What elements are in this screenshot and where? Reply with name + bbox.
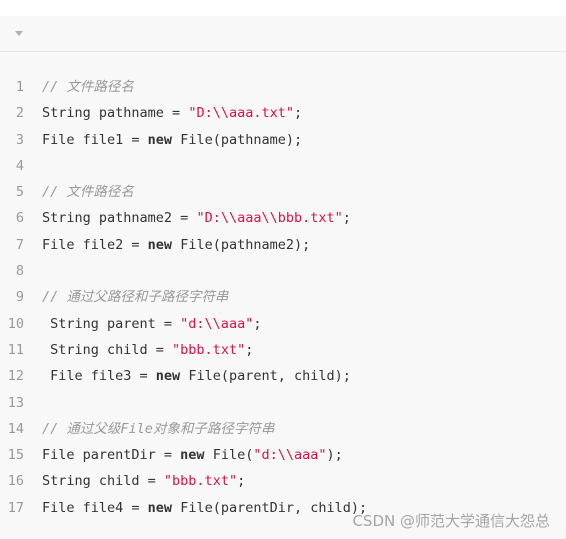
code-string: "D:\\aaa.txt" <box>188 105 294 122</box>
line-number: 1 <box>15 79 24 95</box>
code-token: ; <box>237 473 246 490</box>
code-keyword: new <box>147 131 173 148</box>
code-token: File( <box>204 447 254 464</box>
code-token: String parent = <box>42 315 181 332</box>
code-text: String parent = "d:\\aaa"; <box>42 311 261 337</box>
line-number: 16 <box>7 473 24 490</box>
code-line: 11 String child = "bbb.txt"; <box>0 337 566 363</box>
line-number: 2 <box>15 105 24 122</box>
code-line: 13 <box>0 390 566 416</box>
code-string: "bbb.txt" <box>172 341 246 358</box>
code-keyword: new <box>147 236 173 253</box>
code-text: // 通过父级File对象和子路径字符串 <box>42 416 274 442</box>
code-toolbar <box>0 16 566 52</box>
code-text: String child = "bbb.txt"; <box>42 468 245 494</box>
line-number: 10 <box>7 315 24 332</box>
chevron-down-icon[interactable] <box>14 30 24 38</box>
code-token: String pathname2 = <box>42 210 197 227</box>
code-text: // 文件路径名 <box>42 179 134 205</box>
code-string: "d:\\aaa" <box>180 315 254 332</box>
code-string: "d:\\aaa" <box>253 447 327 464</box>
code-token: File file1 = <box>42 131 148 148</box>
code-token: String child = <box>42 341 173 358</box>
code-block: 1 // 文件路径名 2 String pathname = "D:\\aaa.txt… <box>0 16 566 539</box>
code-token: ; <box>245 341 254 358</box>
code-line: 14 // 通过父级File对象和子路径字符串 <box>0 416 566 442</box>
code-text: File file1 = new File(pathname); <box>42 127 302 153</box>
code-comment: // 文件路径名 <box>42 184 134 201</box>
code-token: File(parentDir, child); <box>172 499 368 516</box>
code-token: File(pathname); <box>172 131 303 148</box>
code-lines: 1 // 文件路径名 2 String pathname = "D:\\aaa.txt… <box>0 74 566 521</box>
code-keyword: new <box>147 499 173 516</box>
code-string: "bbb.txt" <box>163 473 238 490</box>
line-number: 7 <box>15 236 24 253</box>
code-token: ; <box>253 315 262 332</box>
code-text: String pathname2 = "D:\\aaa\\bbb.txt"; <box>42 205 351 231</box>
code-token: File(parent, child); <box>180 368 351 385</box>
code-line: 10 String parent = "d:\\aaa"; <box>0 311 566 337</box>
code-token: File file3 = <box>42 368 156 385</box>
code-token: ); <box>326 447 343 464</box>
line-number: 12 <box>7 368 24 385</box>
code-line: 17 File file4 = new File(parentDir, child… <box>0 495 566 521</box>
code-token: File parentDir = <box>42 447 181 464</box>
code-token: String pathname = <box>42 105 189 122</box>
code-token: ; <box>293 105 303 122</box>
line-number: 15 <box>7 447 24 464</box>
watermark: CSDN @师范大学通信大怨总 <box>352 512 550 530</box>
code-line: 16 String child = "bbb.txt"; <box>0 468 566 494</box>
code-string: "D:\\aaa\\bbb.txt" <box>196 210 343 227</box>
code-line: 1 // 文件路径名 <box>0 74 566 100</box>
line-number: 8 <box>15 263 24 280</box>
code-line: 8 <box>0 258 566 284</box>
line-number: 3 <box>15 131 24 148</box>
code-text: // 文件路径名 <box>42 74 134 100</box>
line-number: 13 <box>7 394 24 411</box>
line-number: 11 <box>7 341 24 358</box>
line-number: 4 <box>15 157 24 174</box>
line-number: 17 <box>7 499 24 516</box>
code-text: File file3 = new File(parent, child); <box>42 363 351 389</box>
line-number: 14 <box>7 420 24 437</box>
code-text: File parentDir = new File("d:\\aaa"); <box>42 442 343 468</box>
code-line: 3 File file1 = new File(pathname); <box>0 127 566 153</box>
code-text: String child = "bbb.txt"; <box>42 337 253 363</box>
code-token: File file2 = <box>42 236 148 253</box>
code-comment: // 通过父路径和子路径字符串 <box>42 289 229 306</box>
code-comment: // 通过父级File对象和子路径字符串 <box>42 420 275 437</box>
code-text: File file4 = new File(parentDir, child); <box>42 495 367 521</box>
code-keyword: new <box>155 368 181 385</box>
line-number: 9 <box>15 289 24 306</box>
code-comment: // 文件路径名 <box>42 79 134 95</box>
code-keyword: new <box>180 447 205 464</box>
line-number: 5 <box>15 184 24 201</box>
line-number: 6 <box>15 210 24 227</box>
code-line: 5 // 文件路径名 <box>0 179 566 205</box>
code-token: String child = <box>42 473 164 490</box>
code-token: ; <box>342 210 351 227</box>
code-line: 15 File parentDir = new File("d:\\aaa"); <box>0 442 566 468</box>
code-token: File(pathname2); <box>172 236 311 253</box>
code-line: 6 String pathname2 = "D:\\aaa\\bbb.txt"; <box>0 205 566 231</box>
code-line: 9 // 通过父路径和子路径字符串 <box>0 284 566 310</box>
code-line: 7 File file2 = new File(pathname2); <box>0 232 566 258</box>
code-text: // 通过父路径和子路径字符串 <box>42 284 228 310</box>
code-text: File file2 = new File(pathname2); <box>42 232 310 258</box>
code-text: String pathname = "D:\\aaa.txt"; <box>42 100 302 126</box>
code-line: 12 File file3 = new File(parent, child); <box>0 363 566 389</box>
code-line: 2 String pathname = "D:\\aaa.txt"; <box>0 100 566 126</box>
code-line: 4 <box>0 153 566 179</box>
code-token: File file4 = <box>42 499 148 516</box>
